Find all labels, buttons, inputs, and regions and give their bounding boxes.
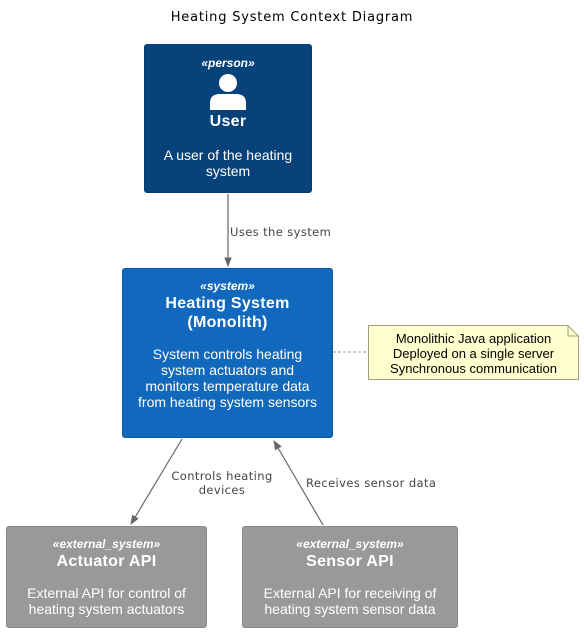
actuator-name: Actuator API bbox=[56, 553, 157, 570]
controls-label-line1: Controls heating bbox=[171, 469, 273, 483]
controls-label-line2: devices bbox=[198, 483, 246, 497]
sensor-description: External API for receiving of heating sy… bbox=[263, 585, 437, 617]
actuator-description: External API for control of heating syst… bbox=[27, 585, 186, 617]
actuator-stereotype: «external_system» bbox=[52, 537, 161, 551]
note-shape bbox=[368, 325, 579, 380]
system-stereotype: «system» bbox=[200, 279, 255, 293]
receives-arrow bbox=[273, 440, 324, 526]
user-name: User bbox=[209, 113, 247, 130]
controls-label: Controls heating devices bbox=[160, 469, 284, 497]
sensor-name: Sensor API bbox=[306, 553, 394, 570]
controls-arrow bbox=[130, 438, 183, 525]
note-line-1: Monolithic Java application bbox=[395, 331, 552, 346]
uses-label: Uses the system bbox=[230, 225, 332, 239]
note-line-2: Deployed on a single server bbox=[392, 346, 555, 361]
system-name-line1: Heating System bbox=[165, 295, 290, 312]
actuator-api-box[interactable]: «external_system» Actuator API External … bbox=[6, 526, 207, 628]
person-icon bbox=[210, 74, 246, 110]
sensor-stereotype: «external_system» bbox=[296, 537, 404, 551]
user-description: A user of the heating system bbox=[163, 147, 293, 179]
sensor-api-box[interactable]: «external_system» Sensor API External AP… bbox=[242, 526, 458, 628]
user-person-box[interactable]: «person» User A user of the heating syst… bbox=[144, 44, 312, 193]
receives-label: Receives sensor data bbox=[306, 476, 437, 490]
user-stereotype: «person» bbox=[201, 56, 255, 70]
diagram-title: Heating System Context Diagram bbox=[170, 10, 414, 25]
architecture-note: Monolithic Java application Deployed on … bbox=[368, 325, 579, 380]
heating-system-box[interactable]: «system» Heating System (Monolith) Syste… bbox=[122, 268, 333, 438]
note-text: Monolithic Java application Deployed on … bbox=[368, 331, 579, 376]
note-line-3: Synchronous communication bbox=[390, 361, 557, 376]
system-name-line2: (Monolith) bbox=[187, 314, 268, 331]
system-description: System controls heating system actuators… bbox=[138, 346, 317, 410]
